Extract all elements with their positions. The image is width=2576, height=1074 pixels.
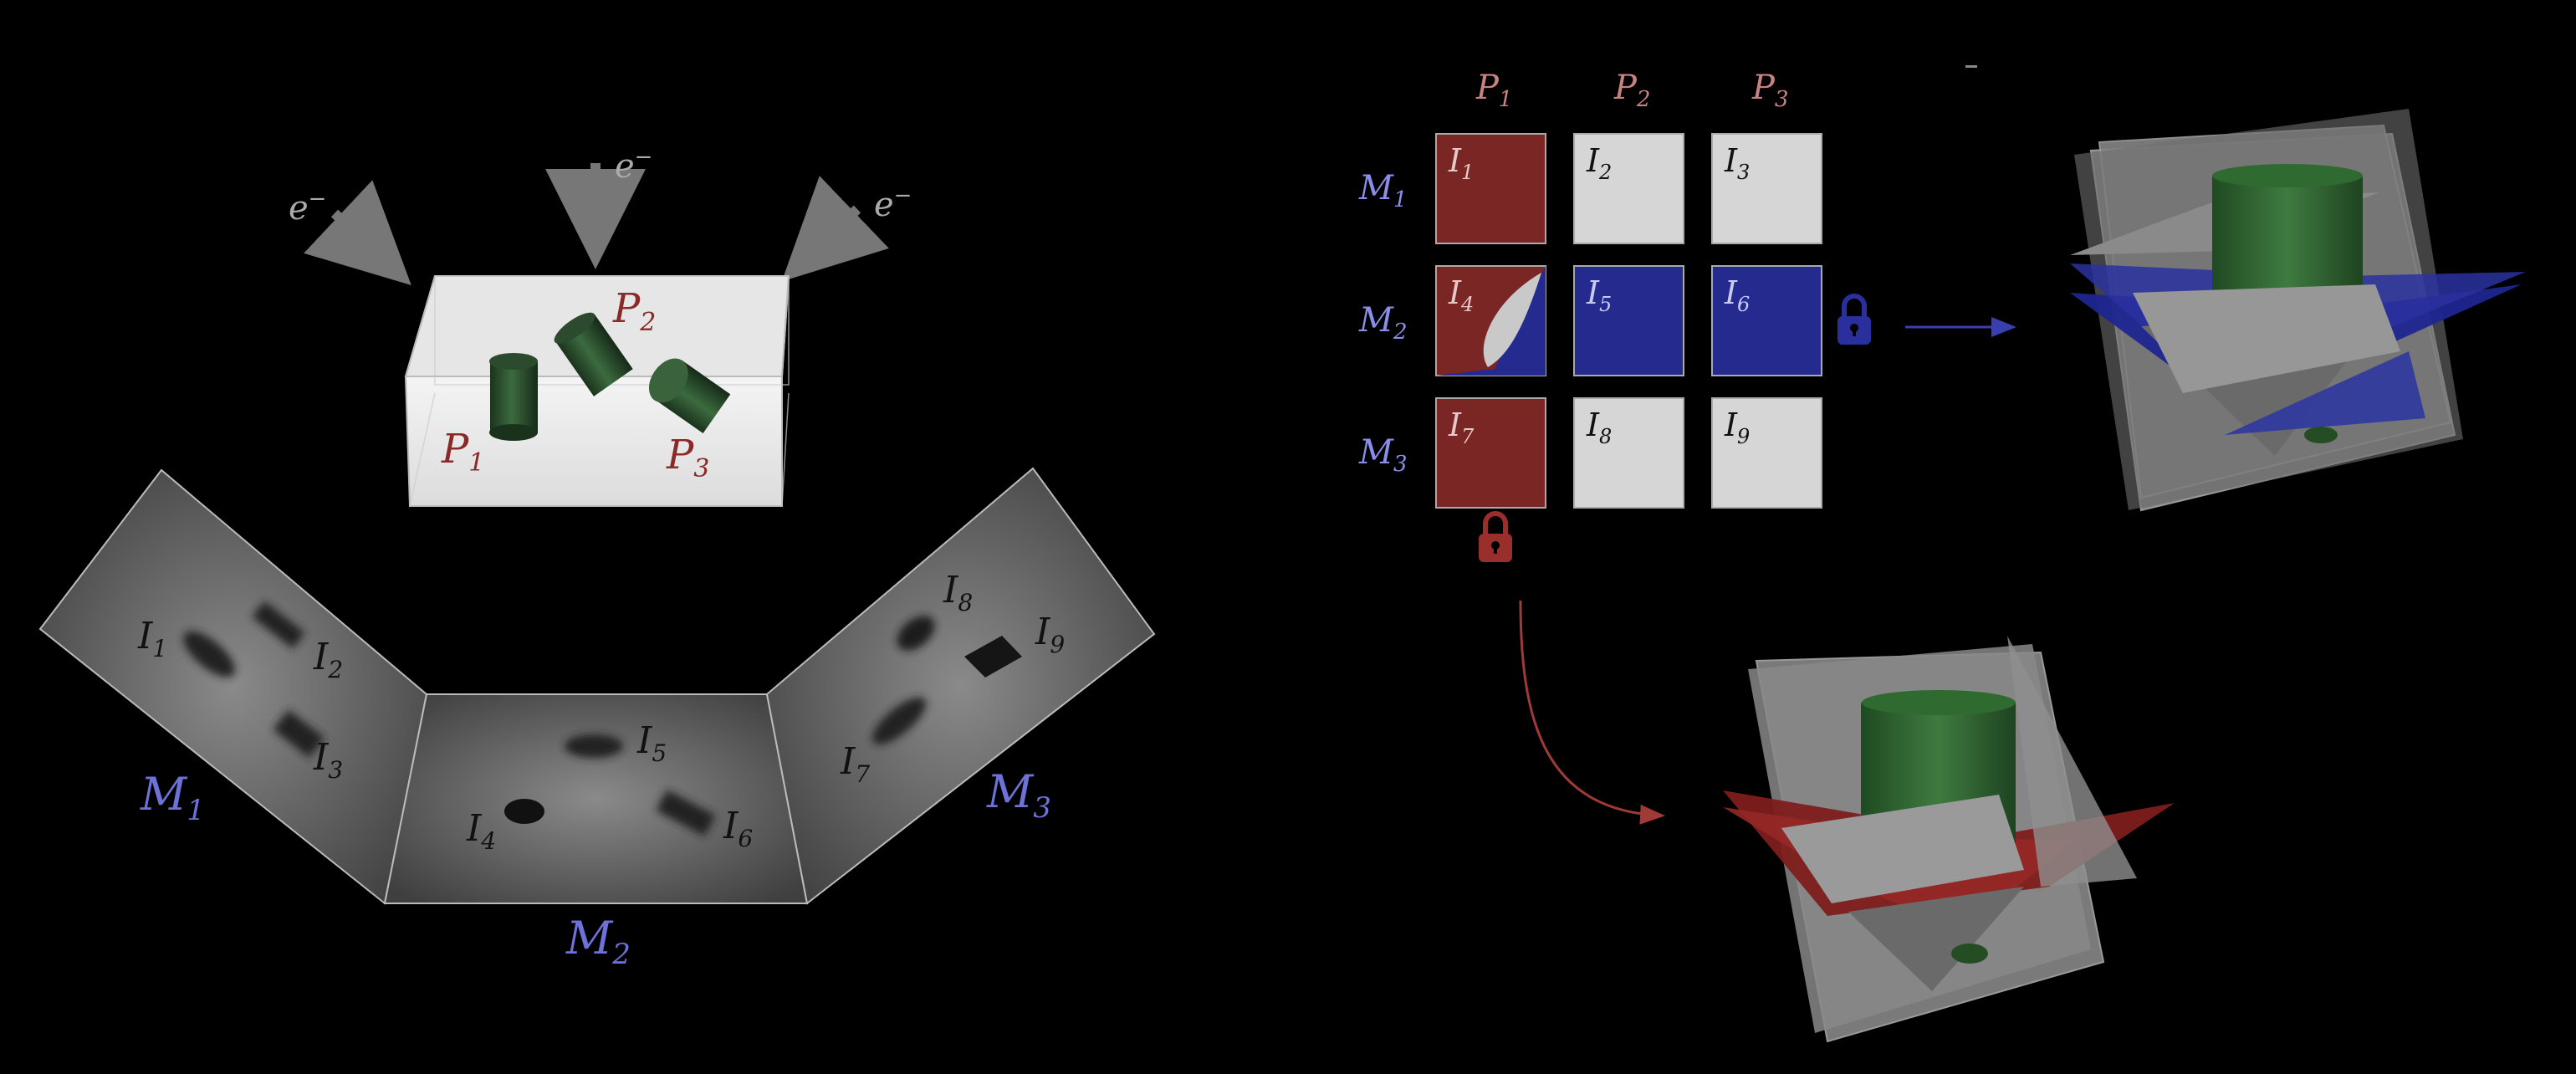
panel-label-I8: I8 (943, 569, 973, 616)
particle-P1-cylinder (489, 353, 538, 441)
grid-cell-I5: I5 (1573, 265, 1684, 376)
grid-cell-I2: I2 (1573, 133, 1684, 244)
grid-cell-I8: I8 (1573, 397, 1684, 509)
panel-image-labels: I1 I2 I3 I4 I5 I6 I7 I8 I9 (137, 569, 1065, 855)
grid-row-header-M3: M3 (1358, 433, 1408, 477)
grid-cell-I4: I4 (1435, 265, 1546, 376)
grid-col-header-P1: P1 (1475, 69, 1512, 112)
label-P1: P1 (441, 426, 484, 478)
micrograph-label-M1: M1 (140, 768, 205, 827)
grid-cell-I6: I6 (1711, 265, 1822, 376)
panel-label-I6: I6 (723, 805, 753, 852)
grid-cell-label-I7: I7 (1448, 407, 1475, 448)
panel-label-I9: I9 (1035, 611, 1065, 658)
grid-cell-label-I5: I5 (1586, 274, 1612, 316)
arrow-to-red-model (1519, 600, 1665, 825)
electron-beam-top: e− (545, 145, 652, 269)
grid-cell-I1: I1 (1435, 133, 1546, 244)
panel-label-I2: I2 (313, 636, 343, 683)
grid-cell-label-I1: I1 (1448, 142, 1474, 184)
micrograph-M2-panel (383, 693, 809, 904)
grid-cell-label-I4: I4 (1448, 274, 1474, 316)
lock-icon-blue (1837, 294, 1871, 345)
grid-cell-I9: I9 (1711, 397, 1822, 509)
panel-label-I1: I1 (137, 615, 167, 662)
grid-row-header-M2: M2 (1358, 301, 1408, 345)
grid-col-header-P3: P3 (1751, 69, 1788, 112)
electron-label-left: e− (289, 187, 326, 228)
tick-mark (1965, 65, 1977, 68)
panel-label-I7: I7 (840, 740, 870, 788)
grid-cell-I7: I7 (1435, 397, 1546, 509)
particle-P3-cylinder (648, 358, 731, 434)
grid-cell-label-I3: I3 (1724, 142, 1750, 184)
grid-cell-label-I6: I6 (1724, 274, 1750, 316)
grid-cell-I3: I3 (1711, 133, 1822, 244)
grid-row-header-M1: M1 (1358, 169, 1408, 212)
panel-label-I4: I4 (466, 807, 496, 855)
label-P2: P2 (612, 285, 656, 337)
lock-icon-red (1479, 511, 1512, 562)
micrograph-label-M3: M3 (986, 765, 1051, 825)
electron-beam-left: e− (289, 180, 411, 286)
electron-beam-right: e− (781, 176, 912, 282)
grid-cell-label-I2: I2 (1586, 142, 1612, 184)
grid-cell-label-I8: I8 (1586, 407, 1612, 448)
particle-P2-cylinder (554, 312, 633, 396)
electron-label-top: e− (615, 145, 652, 186)
micrograph-label-M2: M2 (565, 912, 631, 971)
grid-cell-label-I9: I9 (1724, 407, 1750, 448)
panel-label-I5: I5 (636, 719, 667, 767)
grid-col-header-P2: P2 (1613, 69, 1650, 112)
panel-label-I3: I3 (313, 736, 343, 784)
micrograph-M1-panel (38, 468, 428, 905)
model-red-planes (1723, 636, 2175, 1043)
electron-label-right: e− (874, 183, 912, 224)
model-blue-planes (2070, 109, 2526, 512)
micrograph-M3-panel (765, 467, 1156, 905)
label-P3: P3 (666, 432, 709, 483)
